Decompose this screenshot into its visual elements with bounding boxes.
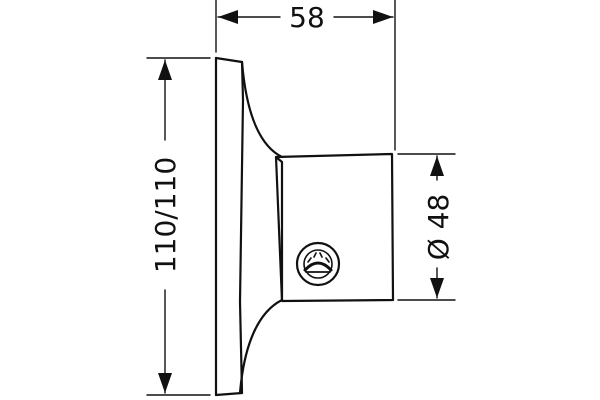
valve-body-outline xyxy=(214,56,395,397)
width-arrow-right xyxy=(373,10,393,24)
width-label: 58 xyxy=(289,1,325,34)
upper-rosette-curve xyxy=(240,60,284,159)
diameter-dimension: Ø 48 xyxy=(397,153,456,301)
cover-plate-top-rim xyxy=(214,56,244,64)
height-arrow-bottom xyxy=(158,373,172,393)
handle-top-bevel xyxy=(274,155,284,164)
limit-stop-knob xyxy=(295,241,341,287)
cover-plate-bottom-rim xyxy=(214,391,244,397)
height-arrow-top xyxy=(158,60,172,80)
width-dimension: 58 xyxy=(215,0,396,151)
height-dimension: 110/110 xyxy=(146,57,211,396)
lower-rosette-curve xyxy=(238,298,284,395)
handle-cylinder xyxy=(274,152,395,303)
diameter-arrow-bottom xyxy=(430,278,444,298)
height-label: 110/110 xyxy=(149,157,182,273)
width-arrow-left xyxy=(218,10,238,24)
diameter-label: Ø 48 xyxy=(422,194,455,261)
diameter-arrow-top xyxy=(430,156,444,176)
cover-plate-back-edge xyxy=(238,60,245,395)
